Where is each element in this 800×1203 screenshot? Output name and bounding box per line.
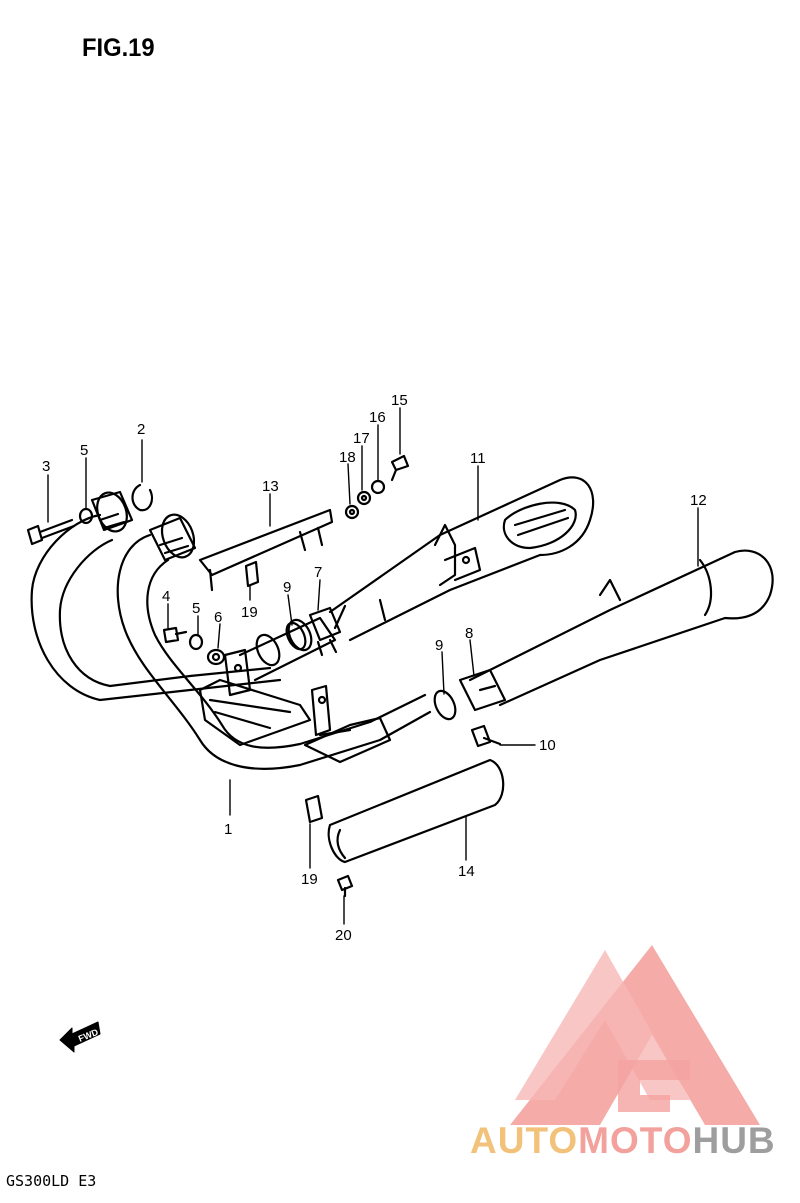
fwd-arrow-icon: FWD bbox=[59, 1021, 101, 1053]
bolt-4 bbox=[162, 626, 188, 644]
callout-15: 15 bbox=[391, 392, 408, 409]
bolt-10 bbox=[470, 724, 502, 748]
callout-7: 7 bbox=[314, 564, 322, 581]
callout-13: 13 bbox=[262, 478, 279, 495]
figure-title: FIG.19 bbox=[82, 34, 155, 62]
callout-8: 8 bbox=[465, 625, 473, 642]
heat-shield-lower bbox=[327, 758, 505, 864]
callout-2: 2 bbox=[137, 421, 145, 438]
screw-20 bbox=[336, 874, 354, 898]
gasket-9-upper bbox=[285, 621, 307, 651]
fwd-arrow-label: FWD bbox=[77, 1027, 100, 1044]
brand-auto: AUTO bbox=[470, 1120, 579, 1161]
callout-6: 6 bbox=[214, 609, 222, 626]
callout-5-lower: 5 bbox=[192, 600, 200, 617]
pipe-joint-right bbox=[303, 716, 392, 764]
nut-16 bbox=[370, 479, 386, 495]
callout-10: 10 bbox=[539, 737, 556, 754]
automotohub-logo-icon bbox=[510, 945, 760, 1125]
callout-12: 12 bbox=[690, 492, 707, 509]
callout-20: 20 bbox=[335, 927, 352, 944]
callout-17: 17 bbox=[353, 430, 370, 447]
heat-shield-upper bbox=[198, 508, 334, 592]
callout-4: 4 bbox=[162, 588, 170, 605]
callout-9-upper: 9 bbox=[283, 579, 291, 596]
bolt-15 bbox=[390, 454, 410, 482]
nut-5-lower bbox=[188, 633, 204, 651]
callout-16: 16 bbox=[369, 409, 386, 426]
pipe-joint-left bbox=[238, 616, 337, 682]
callout-9-lower: 9 bbox=[435, 637, 443, 654]
exhaust-pipe-right bbox=[116, 513, 432, 770]
brand-hub: HUB bbox=[692, 1120, 776, 1161]
washer-18 bbox=[344, 504, 360, 520]
callout-1: 1 bbox=[224, 821, 232, 838]
clamp-7 bbox=[308, 606, 342, 657]
nut-5-upper bbox=[78, 507, 94, 525]
callout-labels: 1 2 3 4 5 5 6 7 8 9 9 10 11 12 13 14 15 … bbox=[42, 392, 707, 944]
clip-19-upper bbox=[244, 560, 260, 588]
circlip-2 bbox=[131, 483, 154, 512]
washer-17 bbox=[356, 490, 372, 506]
muffler-lower bbox=[468, 549, 774, 707]
brand-wordmark: AUTOMOTOHUB bbox=[470, 1120, 776, 1162]
model-code: GS300LD E3 bbox=[6, 1172, 97, 1190]
gasket-9-lower bbox=[433, 689, 457, 721]
callout-11: 11 bbox=[470, 450, 486, 467]
leader-lines bbox=[47, 407, 699, 925]
callout-18: 18 bbox=[339, 449, 356, 466]
clamp-8 bbox=[458, 668, 507, 712]
callout-3: 3 bbox=[42, 458, 50, 475]
washer-6 bbox=[206, 648, 226, 666]
callout-14: 14 bbox=[458, 863, 475, 880]
mounting-bracket-plate bbox=[198, 648, 332, 747]
callout-5-upper: 5 bbox=[80, 442, 88, 459]
callout-19-lower: 19 bbox=[301, 871, 318, 888]
brand-moto: MOTO bbox=[578, 1120, 693, 1161]
exhaust-pipe-left bbox=[30, 490, 282, 702]
bolt-3 bbox=[26, 518, 76, 546]
clip-19-lower bbox=[304, 794, 324, 824]
callout-19-upper: 19 bbox=[241, 604, 258, 621]
